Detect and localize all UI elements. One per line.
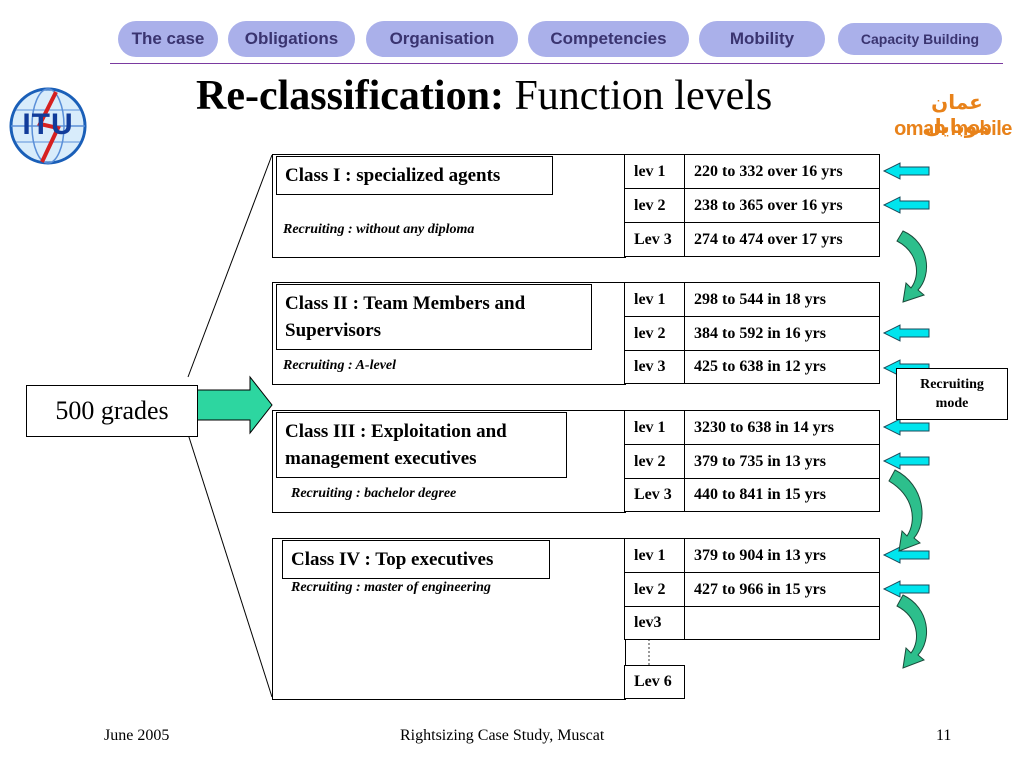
range-cell: 425 to 638 in 12 yrs [684,350,880,384]
level-cell: lev 1 [624,282,685,317]
tab-mobility[interactable]: Mobility [699,21,825,57]
range-cell: 298 to 544 in 18 yrs [684,282,880,317]
recruiting-2: Recruiting : A-level [283,358,397,373]
range-cell: 274 to 474 over 17 yrs [684,222,880,257]
footer-date: June 2005 [104,727,170,744]
recruiting-mode-box: Recruiting mode [896,368,1008,420]
class-name-1: Class I : specialized agents [276,156,553,195]
level-cell: lev 2 [624,188,685,223]
tab-competencies[interactable]: Competencies [528,21,689,57]
level-cell: lev 2 [624,444,685,479]
arrow-left-icon [882,418,930,436]
recruiting-3: Recruiting : bachelor degree [291,486,457,501]
curved-down-arrow-icon [888,469,923,552]
curved-down-arrow-icon [896,594,928,669]
arrow-left-icon [882,196,930,214]
itu-text: ITU [22,108,74,141]
recruiting-1: Recruiting : without any diploma [283,222,475,237]
itu-logo: ITU [6,84,90,168]
grades-label: 500 grades [55,396,169,425]
slide-title: Re-classification: Function levels [196,72,772,120]
level-cell: lev 2 [624,316,685,351]
big-right-arrow-icon [196,375,273,435]
recruiting-4: Recruiting : master of engineering [291,580,491,595]
fan-line-bottom [187,433,273,698]
curved-down-arrow-icon [896,230,928,303]
arrow-left-icon [882,452,930,470]
itu-globe-icon [9,87,87,165]
recruiting-mode-label: Recruiting mode [920,377,984,411]
tab-capacity-building[interactable]: Capacity Building [838,23,1002,55]
level-cell: lev 3 [624,350,685,384]
tab-the-case[interactable]: The case [118,21,218,57]
footer-center: Rightsizing Case Study, Muscat [400,727,605,744]
range-cell: 3230 to 638 in 14 yrs [684,410,880,445]
range-cell [684,606,880,640]
title-bold: Re-classification: [196,73,504,119]
range-cell: 440 to 841 in 15 yrs [684,478,880,512]
footer-page-number: 11 [936,727,952,744]
title-normal: Function levels [503,73,773,119]
class-name-3: Class III : Exploitation and management … [276,412,567,478]
arrow-left-icon [882,162,930,180]
grades-box: 500 grades [26,385,198,437]
oman-mobile-logo: عمان موبايل oman mobile [888,90,1018,148]
class-name-2: Class II : Team Members and Supervisors [276,284,592,350]
range-cell: 379 to 904 in 13 yrs [684,538,880,573]
arrow-left-icon [882,324,930,342]
level-cell: Lev 3 [624,222,685,257]
level-cell: lev 1 [624,154,685,189]
level-cell: Lev 3 [624,478,685,512]
level-cell: lev 1 [624,410,685,445]
range-cell: 238 to 365 over 16 yrs [684,188,880,223]
range-cell: 427 to 966 in 15 yrs [684,572,880,607]
range-cell: 379 to 735 in 13 yrs [684,444,880,479]
oman-mobile-latin: oman mobile [894,118,1012,140]
oman-mobile-arabic: عمان موبايل [924,90,990,138]
fan-line-top [187,154,273,378]
level-cell: lev3 [624,606,685,640]
level-cell: lev 1 [624,538,685,573]
tab-organisation[interactable]: Organisation [366,21,518,57]
tab-obligations[interactable]: Obligations [228,21,355,57]
level-cell: Lev 6 [624,665,685,699]
header-rule [110,63,1003,64]
arrow-left-icon [882,580,930,598]
level-cell: lev 2 [624,572,685,607]
arrow-left-icon [882,546,930,564]
class-name-4: Class IV : Top executives [282,540,550,579]
range-cell: 384 to 592 in 16 yrs [684,316,880,351]
range-cell: 220 to 332 over 16 yrs [684,154,880,189]
